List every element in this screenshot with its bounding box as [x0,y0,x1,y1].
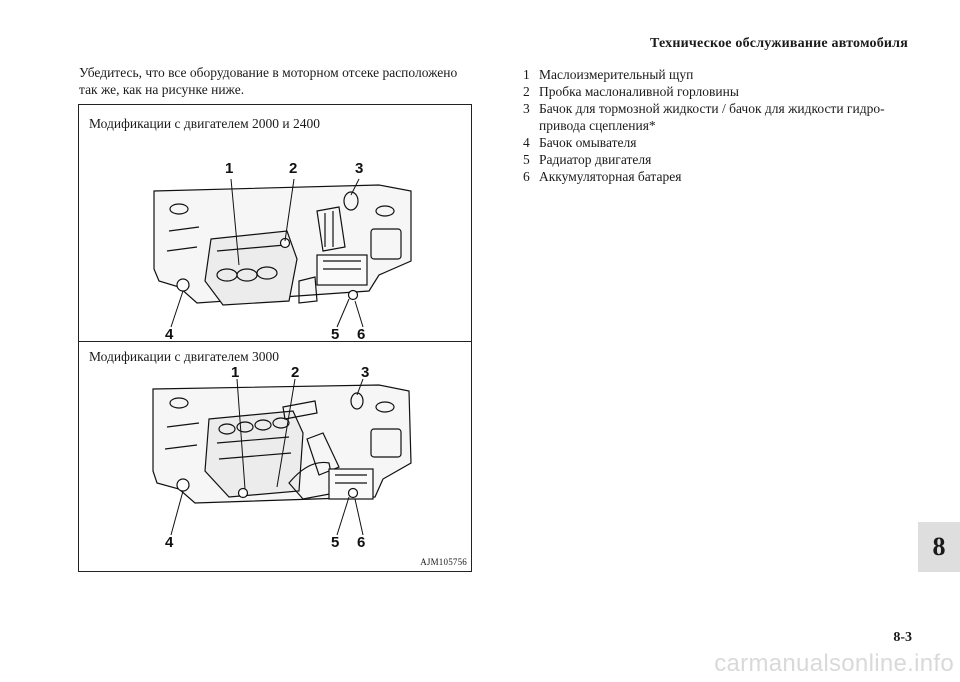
figure-caption-bottom: Модификации с двигателем 3000 [89,349,280,364]
callout-4: 4 [165,534,174,551]
callout-2: 2 [291,364,299,381]
callout-1: 1 [225,160,233,177]
callout-1: 1 [231,364,239,381]
callout-5: 5 [331,534,339,551]
watermark: carmanualsonline.info [714,650,954,677]
figure-divider [79,341,471,342]
callout-4: 4 [165,326,174,341]
callout-5: 5 [331,326,339,341]
section-tab: 8 [918,522,960,572]
engine-2000-2400-illustration: 1 2 3 4 5 6 [153,160,412,341]
callout-3: 3 [361,364,369,381]
engine-3000-illustration: 1 2 3 4 5 6 [152,364,412,551]
callout-6: 6 [357,326,365,341]
figure-caption-top: Модификации с двигателем 2000 и 2400 [89,116,321,131]
page-number: 8-3 [893,630,912,645]
engine-bay-figure: Модификации с двигателем 2000 и 2400 [78,104,472,572]
figure-code: AJM105756 [420,557,467,567]
intro-text: Убедитесь, что все оборудование в моторн… [79,65,458,97]
page-header-title: Техническое обслуживание автомобиля [650,36,908,51]
callout-6: 6 [357,534,365,551]
callout-3: 3 [355,160,363,177]
callout-2: 2 [289,160,297,177]
